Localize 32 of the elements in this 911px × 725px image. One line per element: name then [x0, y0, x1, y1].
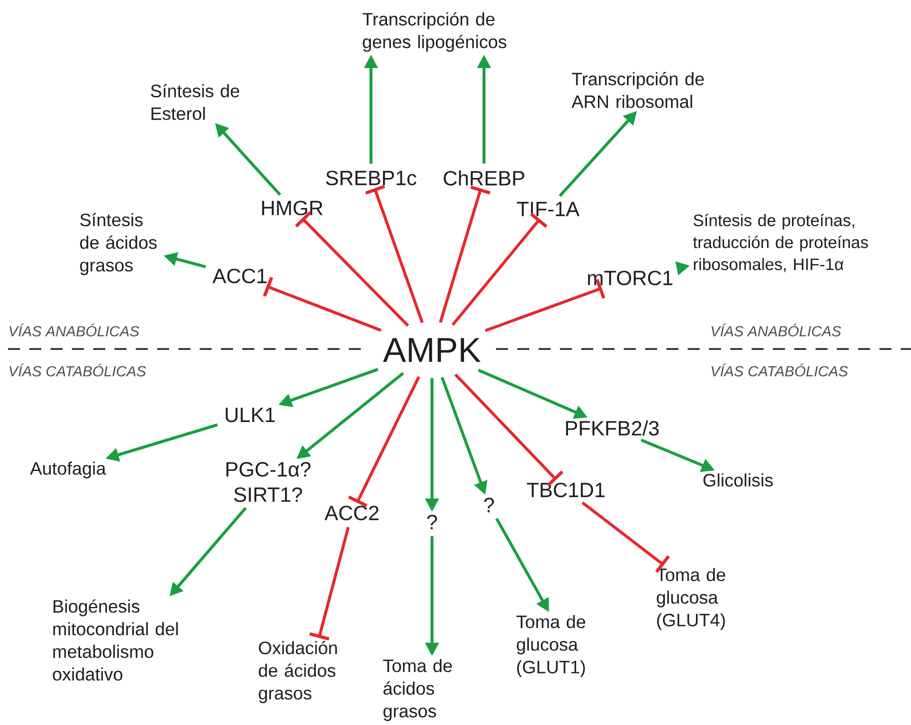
- protein-label: ULK1: [226, 408, 275, 422]
- protein-label: ACC1: [212, 268, 266, 284]
- process-label: Síntesis de proteínas, traducción de proteínas ribosomales, HIF-1α: [693, 214, 868, 272]
- protein-label: HMGR: [262, 200, 323, 216]
- protein-label: PFKFB2/3: [566, 420, 659, 436]
- protein-label: TBC1D1: [526, 482, 605, 498]
- protein-label: ChREBP: [444, 170, 524, 186]
- process-label: Toma de ácidos grasos: [383, 658, 452, 722]
- inhibition-arrow: [582, 502, 670, 573]
- process-label: Glicolisis: [703, 473, 773, 487]
- protein-label: ?: [427, 514, 437, 530]
- process-label: Toma de glucosa (GLUT4): [656, 568, 726, 630]
- inhibition-arrow: [438, 186, 490, 323]
- protein-label: PGC-1α? SIRT1?: [226, 462, 310, 502]
- protein-label: SREBP1c: [326, 170, 416, 186]
- pathway-label: VÍAS ANABÓLICAS: [712, 324, 842, 336]
- protein-label: ACC2: [324, 506, 378, 520]
- pathway-label: VÍAS ANABÓLICAS: [10, 324, 140, 336]
- protein-label: TIF-1A: [516, 202, 580, 216]
- process-label: Autofagia: [30, 462, 106, 478]
- process-label: Transcripción de genes lipogénicos: [362, 12, 506, 52]
- protein-label: ?: [484, 498, 494, 512]
- pathway-label: VÍAS CATABÓLICAS: [10, 364, 146, 376]
- protein-label: mTORC1: [588, 270, 672, 286]
- process-label: Síntesis de Esterol: [150, 84, 240, 120]
- process-label: Síntesis de ácidos grasos: [80, 212, 157, 276]
- process-label: Oxidación de ácidos grasos: [258, 640, 337, 704]
- pathway-label: VÍAS CATABÓLICAS: [712, 364, 848, 376]
- process-label: Biogénesis mitocondrial del metabolismo oxidativo: [52, 599, 178, 681]
- process-label: Transcripción de ARN ribosomal: [572, 72, 704, 108]
- hub-label: AMPK: [383, 338, 481, 362]
- process-label: Toma de glucosa (GLUT1): [516, 614, 586, 677]
